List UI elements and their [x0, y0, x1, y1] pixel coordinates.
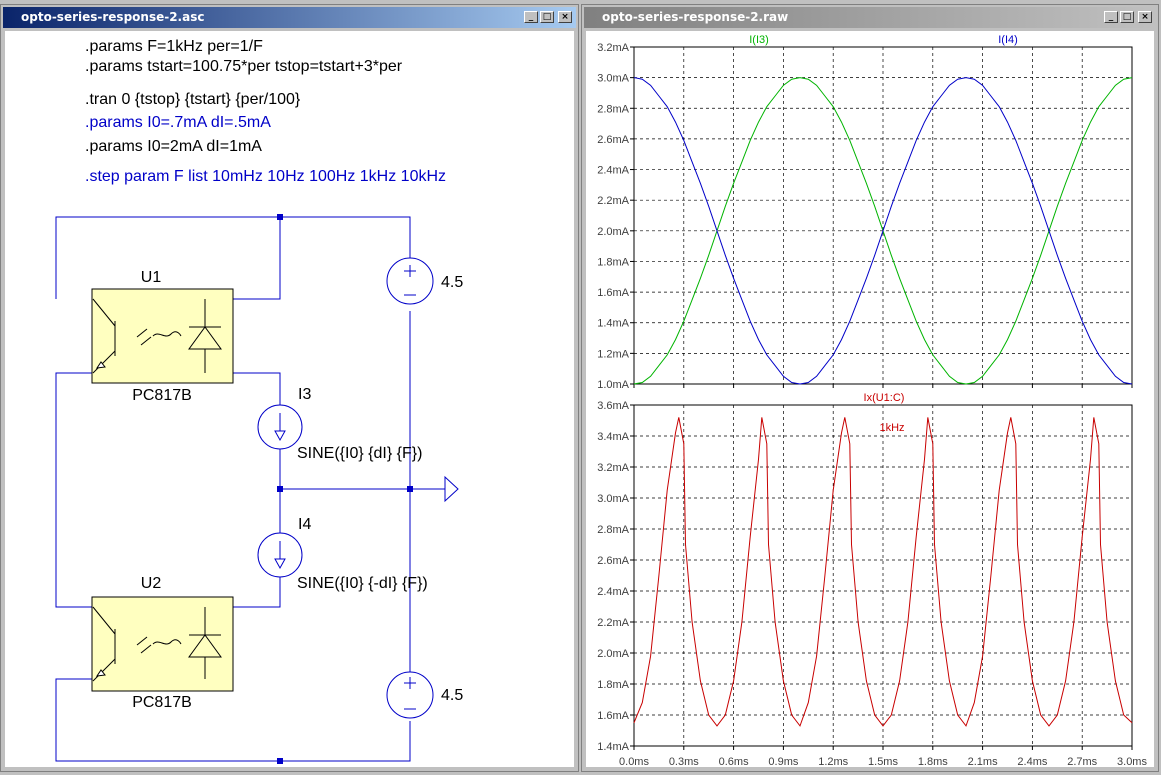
y-tick-label: 2.2mA: [597, 617, 629, 629]
directive-comment[interactable]: .params I0=.7mA dI=.5mA: [85, 114, 271, 131]
directive-comment[interactable]: .step param F list 10mHz 10Hz 100Hz 1kHz…: [85, 168, 446, 185]
y-tick-label: 1.6mA: [597, 287, 629, 299]
y-tick-label: 2.8mA: [597, 524, 629, 536]
y-tick-label: 2.4mA: [597, 586, 629, 598]
output-port-flag[interactable]: [444, 475, 459, 503]
directive-line[interactable]: .params tstart=100.75*per tstop=tstart+3…: [85, 58, 403, 75]
x-tick-label: 0.9ms: [768, 756, 798, 768]
y-tick-label: 2.6mA: [597, 134, 629, 146]
minimize-button[interactable]: _: [524, 11, 538, 23]
schematic-canvas[interactable]: .params F=1kHz per=1/F .params tstart=10…: [5, 31, 574, 767]
maximize-button[interactable]: □: [1120, 11, 1134, 23]
y-tick-label: 2.8mA: [597, 103, 629, 115]
legend-label: I(I4): [998, 34, 1018, 46]
x-tick-label: 2.7ms: [1067, 756, 1097, 768]
y-tick-label: 3.0mA: [597, 73, 629, 85]
optocoupler-u1[interactable]: [91, 288, 234, 384]
y-tick-label: 3.6mA: [597, 400, 629, 412]
current-source-i3[interactable]: [257, 404, 303, 450]
y-tick-label: 1.2mA: [597, 348, 629, 360]
current-source-i4[interactable]: [257, 532, 303, 578]
y-tick-label: 2.4mA: [597, 165, 629, 177]
maximize-button[interactable]: □: [540, 11, 554, 23]
trace-i-i4-: [633, 77, 1133, 385]
u2-model-label: PC817B: [132, 694, 192, 711]
y-tick-label: 1.4mA: [597, 318, 629, 330]
trace-ix-u1-c-: [633, 417, 1133, 727]
schematic-title: opto-series-response-2.asc: [21, 10, 205, 24]
i4-value[interactable]: SINE({I0} {-dI} {F}): [297, 575, 428, 592]
y-tick-label: 1.0mA: [597, 379, 629, 391]
u1-label: U1: [141, 269, 162, 286]
y-tick-label: 1.4mA: [597, 741, 629, 753]
v-top-value[interactable]: 4.5: [441, 274, 463, 291]
voltage-source-top[interactable]: [386, 257, 434, 305]
x-tick-label: 2.4ms: [1017, 756, 1047, 768]
x-tick-label: 0.3ms: [669, 756, 699, 768]
i3-label: I3: [298, 386, 311, 403]
y-tick-label: 2.0mA: [597, 226, 629, 238]
close-button[interactable]: ×: [558, 11, 572, 23]
v-bottom-value[interactable]: 4.5: [441, 687, 463, 704]
y-tick-label: 1.8mA: [597, 256, 629, 268]
schematic-titlebar[interactable]: opto-series-response-2.asc _ □ ×: [3, 7, 576, 28]
y-tick-label: 3.2mA: [597, 42, 629, 54]
minimize-button[interactable]: _: [1104, 11, 1118, 23]
x-tick-label: 0.0ms: [619, 756, 649, 768]
x-tick-label: 3.0ms: [1117, 756, 1147, 768]
waveform-title: opto-series-response-2.raw: [602, 10, 789, 24]
i4-label: I4: [298, 516, 311, 533]
legend-label: Ix(U1:C): [864, 392, 905, 404]
x-tick-label: 1.2ms: [818, 756, 848, 768]
y-tick-label: 2.6mA: [597, 555, 629, 567]
waveform-svg[interactable]: 1.0mA 1.2mA 1.4mA 1.6mA 1.8mA 2.0mA 2.2mA 2.4mA…: [586, 31, 1156, 769]
x-tick-label: 1.8ms: [918, 756, 948, 768]
step-annotation: 1kHz: [879, 422, 904, 434]
waveform-titlebar[interactable]: opto-series-response-2.raw _ □ ×: [584, 7, 1156, 28]
x-tick-label: 2.1ms: [968, 756, 998, 768]
y-tick-label: 1.8mA: [597, 679, 629, 691]
legend-label: I(I3): [749, 34, 769, 46]
close-button[interactable]: ×: [1138, 11, 1152, 23]
y-tick-label: 2.0mA: [597, 648, 629, 660]
directive-line[interactable]: .params F=1kHz per=1/F: [85, 38, 263, 55]
x-tick-label: 0.6ms: [719, 756, 749, 768]
junctions: [277, 214, 413, 764]
schematic-svg[interactable]: .params F=1kHz per=1/F .params tstart=10…: [5, 31, 576, 769]
y-tick-label: 2.2mA: [597, 195, 629, 207]
y-tick-label: 3.2mA: [597, 462, 629, 474]
y-tick-label: 3.0mA: [597, 493, 629, 505]
optocoupler-u2[interactable]: [91, 596, 234, 692]
u1-model-label: PC817B: [132, 387, 192, 404]
voltage-source-bottom[interactable]: [386, 671, 434, 719]
schematic-window: opto-series-response-2.asc _ □ × .params…: [0, 4, 579, 772]
x-tick-label: 1.5ms: [868, 756, 898, 768]
directive-line[interactable]: .params I0=2mA dI=1mA: [85, 138, 262, 155]
y-tick-label: 3.4mA: [597, 431, 629, 443]
directive-line[interactable]: .tran 0 {tstop} {tstart} {per/100}: [85, 91, 301, 108]
u2-label: U2: [141, 575, 162, 592]
waveform-canvas[interactable]: 1.0mA 1.2mA 1.4mA 1.6mA 1.8mA 2.0mA 2.2mA 2.4mA…: [586, 31, 1156, 769]
i3-value[interactable]: SINE({I0} {dI} {F}): [297, 445, 422, 462]
y-tick-label: 1.6mA: [597, 710, 629, 722]
